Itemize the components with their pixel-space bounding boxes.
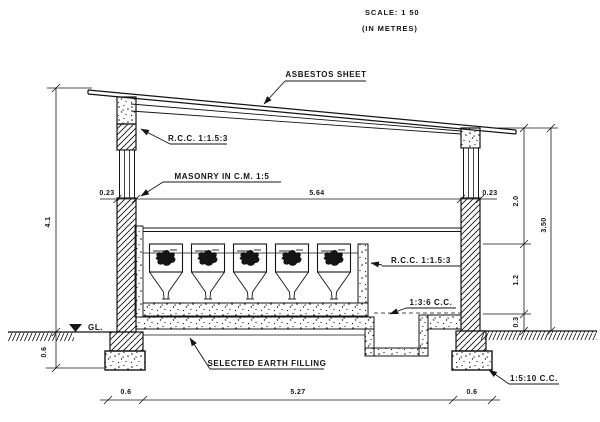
dim-right-wall: 0.23 — [482, 190, 497, 197]
svg-text:1:5:10 C.C.: 1:5:10 C.C. — [510, 374, 558, 383]
callout-asbestos-sheet: ASBESTOS SHEET — [263, 70, 366, 105]
dim-plinth-height: 0.3 — [513, 317, 520, 328]
dim-left-wall: 0.23 — [99, 190, 114, 197]
interior-structure — [134, 225, 462, 357]
roof-sheet — [87, 89, 517, 135]
dim-eave-to-platform: 2.0 — [513, 196, 520, 207]
callout-cc-1510: 1:5:10 C.C. — [488, 369, 559, 385]
right-wall — [451, 127, 493, 371]
feed-hopper-row — [148, 243, 352, 300]
callout-rcc-roof: R.C.C. 1:1.5:3 — [140, 128, 228, 145]
feed-hopper — [232, 243, 268, 300]
platform-slab — [142, 302, 369, 317]
dim-platform-height: 1.2 — [513, 275, 520, 286]
svg-text:R.C.C. 1:1.5:3: R.C.C. 1:1.5:3 — [391, 256, 451, 265]
dim-foundation-depth: 0.6 — [41, 347, 48, 358]
dim-overall-height: 4.1 — [45, 217, 52, 228]
svg-text:R.C.C. 1:1.5:3: R.C.C. 1:1.5:3 — [168, 134, 228, 143]
feed-hopper — [148, 243, 184, 300]
left-wall — [104, 96, 146, 371]
ground-level-marker — [69, 324, 82, 332]
callout-rcc-platform: R.C.C. 1:1.5:3 — [370, 256, 461, 268]
feed-hopper — [190, 243, 226, 300]
callout-cc-136: 1:3:6 C.C. — [389, 298, 456, 315]
ground-level-label: GL. — [88, 323, 103, 332]
callouts: ASBESTOS SHEET R.C.C. 1:1.5:3 MASONRY IN… — [140, 70, 559, 385]
svg-text:MASONRY IN C.M. 1:5: MASONRY IN C.M. 1:5 — [175, 172, 270, 181]
ground: GL. — [8, 323, 597, 341]
inner-wall-lining — [134, 225, 144, 318]
dimension-texts: 0.23 5.64 0.23 4.1 0.6 2.0 1.2 0.3 3.50 … — [41, 190, 548, 396]
dim-span: 5.64 — [309, 190, 324, 197]
scale-note: SCALE: 1 50 (IN METRES) — [362, 8, 420, 33]
platform-end-wall — [357, 243, 369, 304]
svg-text:SELECTED EARTH FILLING: SELECTED EARTH FILLING — [208, 359, 327, 368]
drain-channel — [364, 314, 429, 357]
dimension-lines — [46, 83, 558, 405]
dim-wall-height: 3.50 — [541, 217, 548, 232]
feed-hopper — [316, 243, 352, 300]
floor-slab — [135, 316, 375, 330]
units-text: (IN METRES) — [362, 24, 418, 33]
callout-masonry: MASONRY IN C.M. 1:5 — [140, 172, 281, 197]
callout-earth-filling: SELECTED EARTH FILLING — [189, 337, 327, 370]
svg-text:ASBESTOS SHEET: ASBESTOS SHEET — [285, 70, 366, 79]
dim-right-footing: 0.6 — [467, 389, 478, 396]
dim-base-length: 5.27 — [290, 389, 305, 396]
scale-text: SCALE: 1 50 — [365, 8, 420, 17]
dim-left-footing: 0.6 — [121, 389, 132, 396]
feed-hopper — [274, 243, 310, 300]
svg-text:1:3:6 C.C.: 1:3:6 C.C. — [410, 298, 453, 307]
right-floor-slab — [427, 314, 462, 330]
